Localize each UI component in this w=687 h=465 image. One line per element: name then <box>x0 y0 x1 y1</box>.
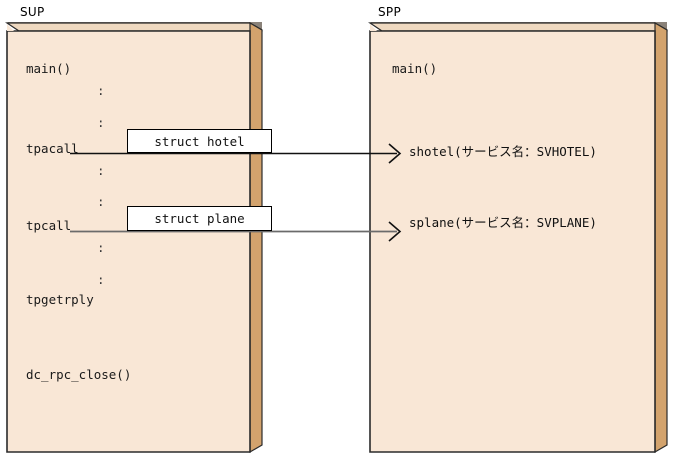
sup-panel-corner-bevel <box>7 24 14 31</box>
sup-line-colon-6: : <box>97 272 105 287</box>
sup-line-colon-2: : <box>97 115 105 130</box>
spp-panel-right-face <box>654 21 668 454</box>
struct-box-hotel: struct hotel <box>127 129 272 153</box>
sup-panel-right-face <box>249 21 263 454</box>
struct-box-hotel-label: struct hotel <box>154 133 245 149</box>
spp-service-shotel: shotel(サービス名：SVHOTEL) <box>409 144 597 159</box>
sup-line-colon-5: : <box>97 240 105 255</box>
spp-line-main: main() <box>392 61 438 76</box>
struct-box-plane-label: struct plane <box>154 211 245 226</box>
sup-line-dc-rpc-close: dc_rpc_close() <box>26 367 132 382</box>
sup-panel-title: SUP <box>20 5 45 19</box>
spp-panel-title: SPP <box>378 5 401 19</box>
sup-panel <box>5 21 263 454</box>
message-flow-hotel <box>70 143 402 164</box>
spp-service-splane: splane(サービス名：SVPLANE) <box>409 215 597 230</box>
sup-line-colon-3: : <box>97 163 105 178</box>
hotel-arrowhead-icon <box>388 143 402 164</box>
spp-panel-front-face <box>369 30 656 453</box>
spp-panel <box>368 21 668 454</box>
message-flow-plane <box>70 221 402 242</box>
spp-panel-top-face <box>368 22 668 32</box>
sup-line-colon-4: : <box>97 194 105 209</box>
sup-line-main: main() <box>26 61 72 76</box>
sup-panel-front-face <box>6 30 251 453</box>
sup-panel-top-face <box>5 22 263 32</box>
struct-box-plane: struct plane <box>127 206 272 231</box>
spp-panel-corner-bevel <box>370 24 377 31</box>
plane-arrowhead-icon <box>388 221 402 242</box>
sup-line-tpgetrply: tpgetrply <box>26 292 94 307</box>
sup-line-colon-1: : <box>97 83 105 98</box>
sup-line-tpacall: tpacall <box>26 141 79 156</box>
sup-line-tpcall: tpcall <box>26 218 72 233</box>
